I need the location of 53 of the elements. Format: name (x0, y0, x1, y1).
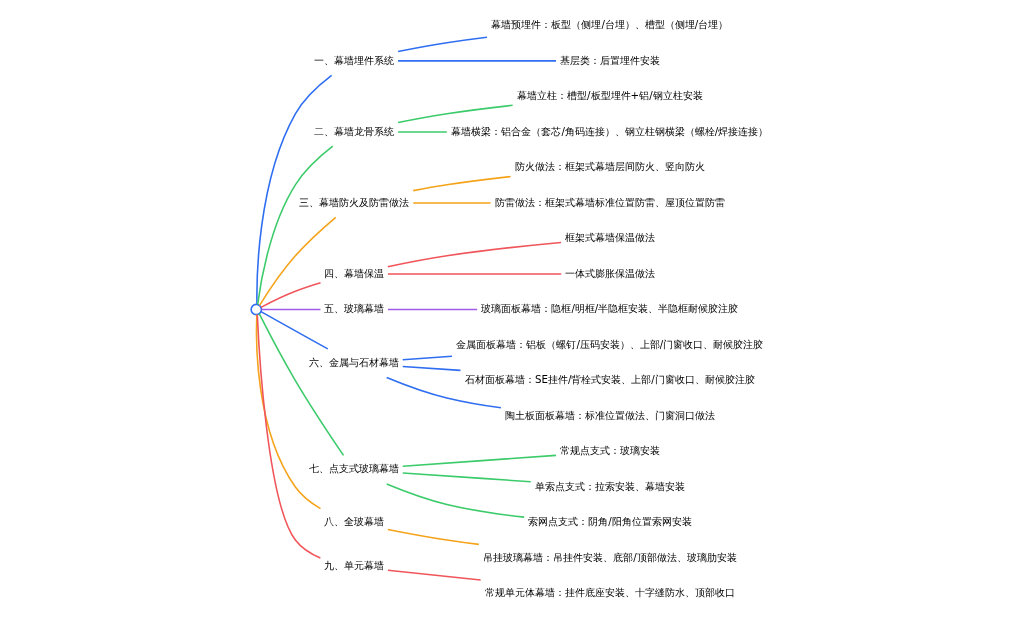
node-text: 金属面板幕墙：铝板（螺钉/压码安装）、上部/门窗收口、耐候胶注胶 (456, 337, 764, 350)
connector (255, 313, 322, 510)
connector (401, 365, 462, 372)
node-text: 幕墙预埋件：板型（侧埋/台埋）、槽型（侧埋/台埋） (491, 18, 729, 31)
node-text: 七、点支式玻璃幕墙 (309, 462, 400, 475)
connector (412, 202, 492, 204)
connector (397, 36, 488, 53)
connector (387, 241, 562, 268)
node-text: 九、单元幕墙 (324, 559, 385, 572)
node-text: 防火做法：框架式幕墙层间防火、竖向防火 (514, 160, 705, 173)
connector (397, 104, 514, 124)
connector (385, 483, 525, 518)
connector (401, 454, 557, 468)
connector (260, 310, 329, 350)
node-text: 索网点支式：阴角/阳角位置索网安装 (528, 515, 692, 528)
connector (387, 273, 562, 275)
connector (258, 312, 345, 457)
connector (260, 308, 322, 311)
node-text: 单索点支式：拉索安装、幕墙安装 (534, 479, 685, 492)
connector (256, 313, 322, 559)
node-text: 基层类：后置埋件安装 (559, 53, 660, 66)
node-text: 常规单元体幕墙：挂件底座安装、十字缝防水、顶部收口 (484, 586, 735, 599)
connector (397, 131, 448, 133)
node-text: 六、金属与石材幕墙 (309, 355, 400, 368)
connector (401, 355, 453, 361)
node-text: 防雷做法：框架式幕墙标准位置防雷、屋顶位置防雷 (494, 195, 725, 208)
connector (387, 569, 482, 581)
connector (387, 528, 480, 546)
node-text: 幕墙立柱：槽型/板型埋件+铝/钢立柱安装 (517, 89, 703, 102)
connector (397, 60, 557, 62)
node-text: 一、幕墙埋件系统 (314, 53, 395, 66)
node-circle (250, 303, 263, 316)
connector (412, 175, 512, 192)
connector (256, 145, 334, 306)
node-text: 常规点支式：玻璃安装 (559, 444, 660, 457)
node-text: 三、幕墙防火及防雷做法 (299, 195, 410, 208)
node-text: 陶土板面板幕墙：标准位置做法、门窗洞口做法 (504, 408, 715, 421)
node-text: 吊挂玻璃幕墙：吊挂件安装、底部/顶部做法、玻璃肋安装 (483, 550, 737, 563)
node-text: 幕墙横梁：铝合金（套芯/角码连接）、钢立柱钢横梁（螺栓/焊接连接） (451, 124, 769, 137)
connector (258, 216, 337, 307)
node-text: 一体式膨胀保温做法 (564, 266, 655, 279)
connector (401, 472, 532, 483)
connector (256, 74, 333, 306)
connector (387, 308, 478, 311)
node-text: 四、幕墙保温 (324, 266, 385, 279)
node-text: 二、幕墙龙骨系统 (314, 124, 395, 137)
node-text: 五、玻璃幕墙 (324, 302, 385, 315)
node-text: 八、全玻幕墙 (324, 515, 385, 528)
connector (385, 376, 502, 409)
connector (260, 282, 322, 309)
node-text: 框架式幕墙保温做法 (564, 231, 655, 244)
node-text: 玻璃面板幕墙：隐框/明框/半隐框安装、半隐框耐候胶注胶 (481, 302, 739, 315)
node-text: 石材面板幕墙：SE挂件/背栓式安装、上部/门窗收口、耐候胶注胶 (464, 373, 755, 386)
